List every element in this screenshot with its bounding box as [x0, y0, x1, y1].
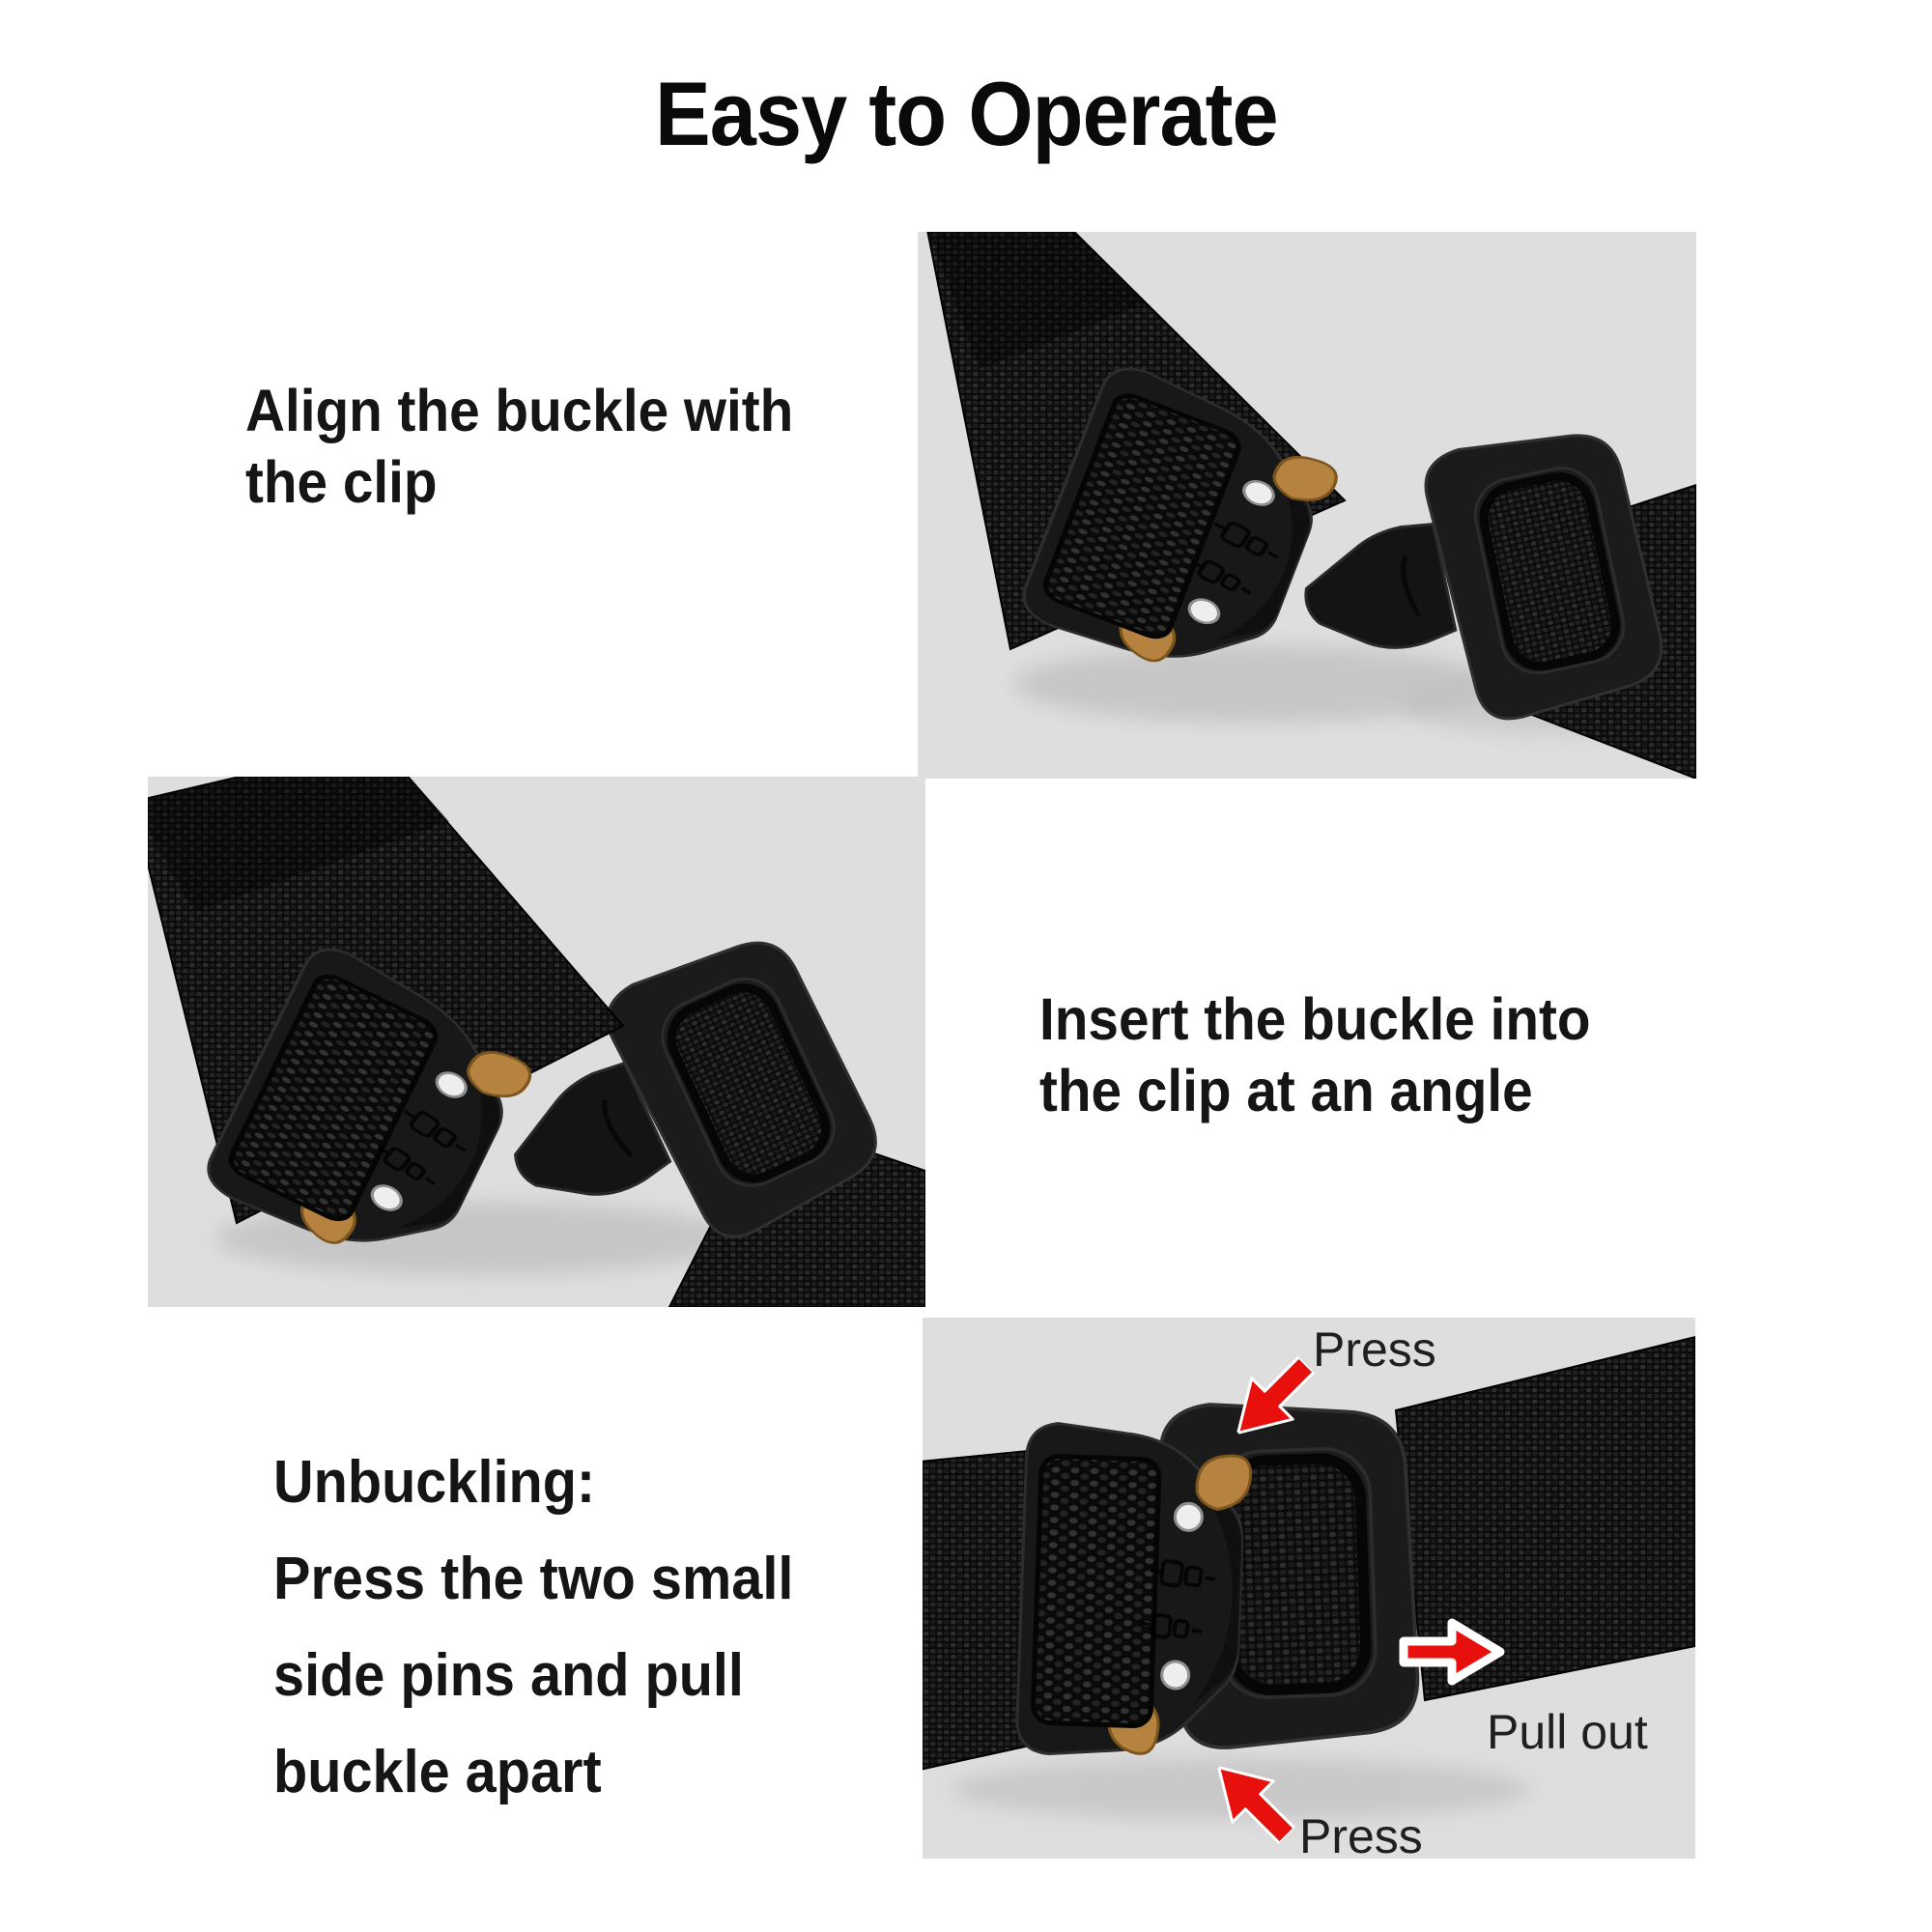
pull-out-arrow-icon [1399, 1618, 1505, 1686]
buckle-clip [514, 941, 877, 1238]
photo-step3-unbuckle: Press Press Pull out [923, 1318, 1695, 1859]
housing-shading [1215, 472, 1311, 641]
clip-slot-webbing [1479, 471, 1620, 671]
clip-slot-webbing [667, 983, 831, 1183]
clip-blade [1304, 523, 1458, 649]
press-top-label: Press [1313, 1322, 1436, 1377]
belt-strap-right [1394, 1335, 1695, 1702]
belt-buckle-illustration-connected [923, 1335, 1695, 1820]
press-bottom-label: Press [1299, 1809, 1423, 1860]
press-top-arrow-icon [1236, 1355, 1316, 1435]
step1-caption: Align the buckle with the clip [245, 378, 794, 515]
bronze-pin-top [1195, 1454, 1253, 1511]
housing-shading [395, 1065, 500, 1229]
housing-webbing-pad [1031, 1454, 1162, 1728]
bronze-pin-top [466, 1051, 532, 1098]
step3-caption: Unbuckling: Press the two small side pin… [273, 1449, 794, 1805]
belt-strap-fold [929, 232, 1146, 369]
housing-shading [1193, 1484, 1242, 1705]
engraved-buckle-glyph [1141, 1612, 1203, 1639]
housing-webbing-pad [1042, 393, 1241, 639]
buckle-housing [1022, 367, 1338, 663]
belt-buckle-illustration-separated [926, 232, 1696, 779]
engraved-buckle-glyph [1150, 1559, 1215, 1588]
page-title: Easy to Operate [0, 62, 1932, 166]
engraved-buckle-glyph [377, 1145, 437, 1185]
engraved-buckle-glyph [404, 1110, 467, 1152]
rivet [1173, 1501, 1204, 1532]
clip-blade [514, 1061, 672, 1196]
engraved-buckle-glyph [1190, 559, 1252, 595]
press-bottom-arrow-icon [1217, 1766, 1296, 1845]
buckle-housing [207, 948, 532, 1244]
clip-emboss [602, 1099, 634, 1158]
rivet [370, 1184, 403, 1211]
bronze-pin-top [1272, 455, 1338, 501]
photo-step2-insert [148, 777, 925, 1307]
rivet [1160, 1660, 1191, 1690]
buckle-clip [1304, 434, 1663, 721]
rivet [435, 1071, 468, 1098]
housing-webbing-pad [228, 974, 439, 1222]
buckle-housing [1015, 1422, 1253, 1755]
pull-out-label: Pull out [1487, 1705, 1648, 1759]
belt-strap-fold [148, 777, 449, 912]
rivet [1187, 598, 1221, 625]
clip-emboss [1401, 554, 1422, 617]
step2-caption: Insert the buckle into the clip at an an… [1039, 986, 1591, 1123]
clip-slot-rim [661, 977, 836, 1187]
clip-slot-rim [1473, 467, 1626, 675]
rivet [1242, 480, 1275, 506]
shadow [1014, 645, 1497, 723]
engraved-buckle-glyph [1213, 522, 1279, 559]
photo-step1-align [918, 232, 1696, 779]
page-title-text: Easy to Operate [654, 63, 1279, 164]
belt-buckle-illustration-inserting [148, 777, 925, 1307]
